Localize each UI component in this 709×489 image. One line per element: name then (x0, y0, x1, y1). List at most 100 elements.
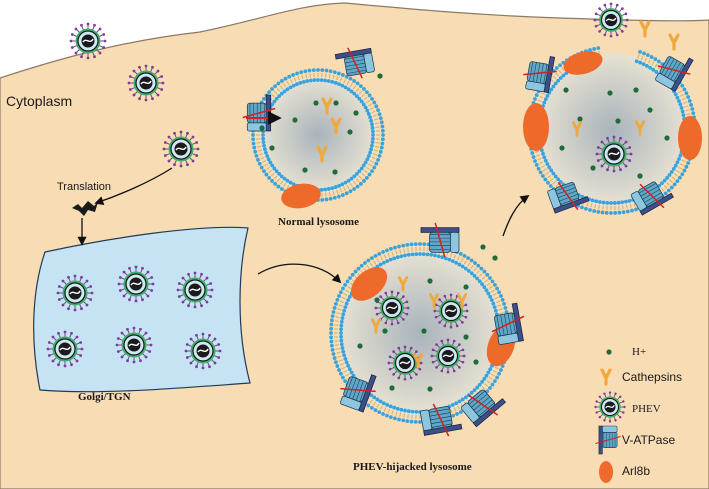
proton-icon (427, 386, 433, 392)
phev-virus-icon (593, 2, 629, 38)
golgi-label: Golgi/TGN (78, 391, 131, 403)
cathepsin-icon (634, 120, 646, 136)
cathepsin-icon (316, 145, 328, 163)
cathepsin-icon (397, 276, 409, 292)
phev-virus-icon (117, 265, 155, 303)
proton-icon (259, 125, 265, 131)
arl8b-icon (350, 267, 388, 301)
proton-icon (333, 100, 339, 106)
proton-icon (480, 244, 486, 250)
free-virions (69, 22, 200, 216)
cathepsin-icon (330, 117, 342, 135)
legend-label-cathepsins: Cathepsins (622, 370, 682, 384)
proton-icon (606, 349, 612, 355)
proton-icon (559, 145, 565, 151)
proton-icon (473, 359, 479, 365)
proton-icon (633, 87, 639, 93)
proton-icon (463, 284, 469, 290)
v-atpase-icon (420, 403, 463, 437)
cathepsin-icon (412, 353, 424, 369)
golgi-membrane (33, 226, 251, 393)
proton-icon (389, 385, 395, 391)
phev-virus-icon (115, 326, 153, 364)
cytoplasm-label: Cytoplasm (6, 93, 72, 109)
proton-icon (269, 145, 275, 151)
v-atpase-icon (655, 56, 694, 92)
v-atpase-icon (491, 302, 525, 345)
proton-icon (637, 173, 643, 179)
cathepsin-icon (321, 97, 333, 115)
phev-virus-icon (127, 64, 165, 102)
proton-icon (577, 116, 583, 122)
proton-icon (357, 343, 363, 349)
arrow-icon (257, 263, 342, 284)
ruptured-lysosome (523, 2, 702, 216)
cathepsin-icon (370, 318, 382, 334)
phev-virus-icon (176, 271, 214, 309)
proton-icon (647, 107, 653, 113)
v-atpase-icon (547, 181, 590, 214)
cathepsin-icon (571, 121, 583, 137)
v-atpase-icon (460, 389, 507, 428)
proton-icon (421, 328, 427, 334)
proton-icon (563, 87, 569, 93)
proton-icon (382, 328, 388, 334)
cathepsin-icon (600, 368, 612, 386)
phev-virus-icon (374, 290, 410, 326)
arl8b-icon (523, 103, 549, 151)
phev-virus-icon (594, 391, 626, 423)
proton-icon (664, 135, 670, 141)
normal-lysosome-label: Normal lysosome (278, 216, 359, 228)
arrow-icon (502, 194, 530, 237)
legend-label-h-plus: H+ (632, 346, 646, 358)
v-atpase-icon (334, 47, 375, 79)
arl8b-icon (599, 461, 613, 483)
proton-icon (353, 110, 359, 116)
translated-protein-icon (72, 201, 98, 216)
proton-icon (377, 73, 383, 79)
legend-label-v-atpase: V-ATPase (622, 433, 675, 447)
cathepsin-icon (639, 20, 651, 38)
phev-virus-icon (387, 345, 423, 381)
phev-virus-icon (433, 293, 469, 329)
translation-label: Translation (57, 181, 111, 193)
phev-virus-icon (162, 130, 200, 168)
proton-icon (427, 278, 433, 284)
proton-icon (347, 129, 353, 135)
arl8b-icon (678, 116, 702, 160)
phev-virus-icon (430, 338, 466, 374)
phev-virus-icon (56, 274, 94, 312)
proton-icon (590, 165, 596, 171)
proton-icon (292, 117, 298, 123)
legend (594, 349, 626, 483)
hijacked-lysosome-label: PHEV-hijacked lysosome (353, 461, 472, 473)
cathepsin-icon (668, 33, 680, 51)
proton-icon (607, 90, 613, 96)
legend-label-arl8b: Arl8b (622, 464, 650, 478)
proton-icon (615, 118, 621, 124)
proton-icon (463, 334, 469, 340)
arrow-icon (94, 167, 173, 206)
proton-icon (313, 100, 319, 106)
phev-virus-icon (595, 135, 633, 173)
arl8b-icon (281, 183, 321, 209)
legend-label-phev: PHEV (632, 403, 661, 415)
v-atpase-icon (340, 374, 377, 413)
arl8b-icon (563, 51, 603, 75)
hijacked-lysosome (329, 222, 525, 437)
proton-icon (374, 297, 380, 303)
normal-lysosome (242, 47, 385, 209)
phev-virus-icon (69, 22, 107, 60)
proton-icon (492, 255, 498, 261)
phev-virus-icon (184, 332, 222, 370)
v-atpase-icon (523, 56, 557, 94)
phev-virus-icon (46, 330, 84, 368)
cathepsin-icon (428, 293, 440, 309)
pathway-arrows (77, 167, 530, 284)
v-atpase-icon (630, 181, 674, 216)
proton-icon (332, 169, 338, 175)
cathepsin-icon (456, 293, 468, 309)
golgi-tgn (33, 226, 251, 393)
proton-icon (302, 167, 308, 173)
